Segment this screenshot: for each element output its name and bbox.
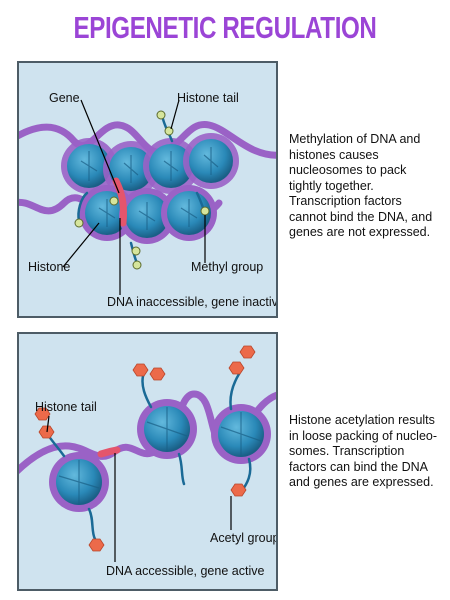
acetylated-chromatin-panel: Histone tail Acetyl group DNA accessible… bbox=[17, 332, 278, 591]
acetylation-description: Histone acetylation results in loose pac… bbox=[289, 413, 438, 489]
acetyl-groups bbox=[34, 345, 256, 552]
methyl-group-label: Methyl group bbox=[191, 260, 264, 274]
nucleosome-middle bbox=[137, 399, 197, 459]
gene-label: Gene bbox=[49, 91, 80, 105]
nucleosome-left bbox=[49, 452, 109, 512]
histone-label: Histone bbox=[28, 260, 71, 274]
histone-leader bbox=[62, 222, 100, 268]
methylated-chromatin-panel: Gene Histone tail Histone Methyl group D… bbox=[17, 61, 278, 318]
histone-tail-label: Histone tail bbox=[177, 91, 239, 105]
page-title: EPIGENETIC REGULATION bbox=[73, 10, 377, 45]
histone-tail-label-bottom: Histone tail bbox=[35, 400, 97, 414]
nucleosome-right bbox=[211, 404, 271, 464]
open-chromatin-illustration bbox=[19, 345, 276, 562]
gene-segment bbox=[112, 177, 127, 227]
methylation-description: Methylation of DNA and histones causes n… bbox=[289, 132, 433, 239]
top-caption: DNA inaccessible, gene inactive bbox=[107, 295, 278, 309]
acetyl-group-label: Acetyl group bbox=[210, 531, 278, 545]
condensed-chromatin-illustration bbox=[19, 99, 276, 295]
dna-strand bbox=[19, 121, 276, 159]
gene-segment bbox=[97, 446, 121, 458]
bottom-caption: DNA accessible, gene active bbox=[106, 564, 265, 578]
gene-leader bbox=[80, 99, 120, 194]
histone-tail-leader bbox=[170, 99, 180, 130]
methyl-groups bbox=[74, 110, 210, 270]
histone-tail-leader bbox=[46, 415, 50, 433]
